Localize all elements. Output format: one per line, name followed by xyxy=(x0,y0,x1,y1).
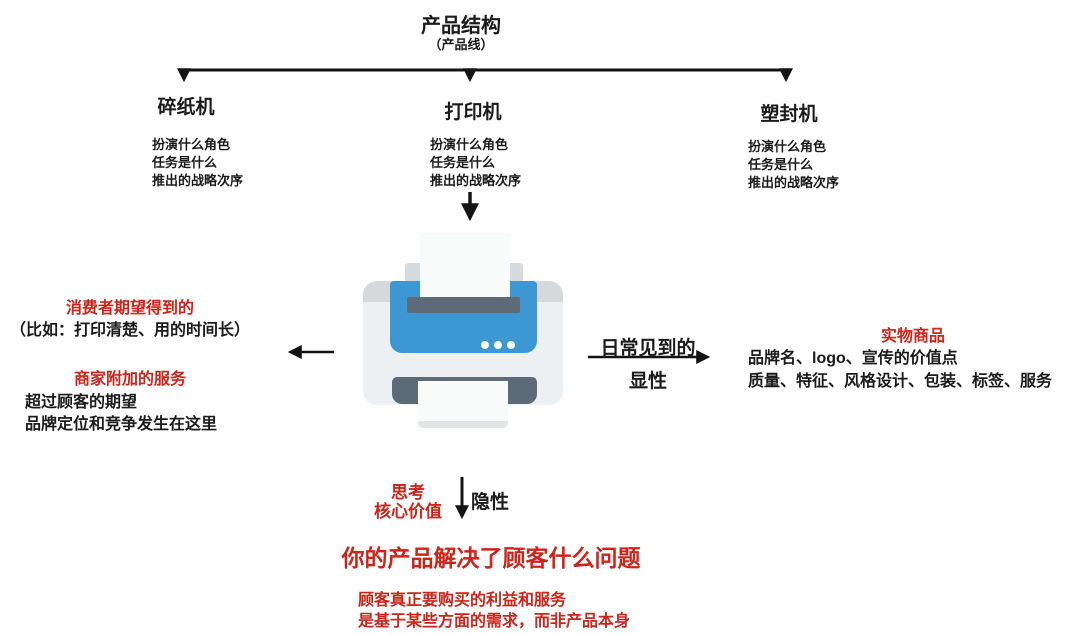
printer-indicator-dot xyxy=(481,341,489,349)
branch-note-line: 扮演什么角色 xyxy=(748,139,827,154)
left-line-exceed-expectation: 超过顾客的期望 xyxy=(25,394,138,411)
printer-feed-slot xyxy=(407,297,520,313)
branch-note-line: 任务是什么 xyxy=(152,155,218,170)
branch-title-printer: 打印机 xyxy=(444,102,502,123)
page-title: 产品结构 xyxy=(421,15,501,37)
right-line-brand-logo: 品牌名、logo、宣传的价值点 xyxy=(748,350,958,367)
printer-indicator-dot xyxy=(507,341,515,349)
right-heading-physical-product: 实物商品 xyxy=(880,328,945,345)
visible-arrow-bottom-label: 显性 xyxy=(628,371,667,392)
branch-note-line: 推出的战略次序 xyxy=(748,175,840,190)
hidden-arrow-label: 隐性 xyxy=(471,492,510,513)
branch-note-line: 扮演什么角色 xyxy=(152,137,231,152)
printer-icon xyxy=(363,225,563,430)
think-label-line2: 核心价值 xyxy=(374,502,442,521)
branch-notes-printer: 扮演什么角色 任务是什么 推出的战略次序 xyxy=(430,136,521,190)
bottom-note-line1: 顾客真正要购买的利益和服务 xyxy=(358,592,567,609)
branch-note-line: 推出的战略次序 xyxy=(152,173,244,188)
bottom-headline: 你的产品解决了顾客什么问题 xyxy=(341,545,641,571)
printer-paper-out-edge xyxy=(418,421,508,428)
printer-paper-in xyxy=(420,233,510,299)
visible-arrow-top-label: 日常见到的 xyxy=(600,338,696,359)
right-line-quality-features: 质量、特征、风格设计、包装、标签、服务 xyxy=(748,373,1053,390)
left-heading-added-service: 商家附加的服务 xyxy=(73,371,186,388)
left-line-brand-competition: 品牌定位和竞争发生在这里 xyxy=(25,416,218,433)
bottom-note-line2: 是基于某些方面的需求，而非产品本身 xyxy=(358,613,631,630)
printer-paper-out xyxy=(418,381,508,422)
think-label-line1: 思考 xyxy=(391,483,425,502)
branch-note-line: 推出的战略次序 xyxy=(430,173,522,188)
branch-note-line: 扮演什么角色 xyxy=(430,137,509,152)
left-heading-consumer-expectation: 消费者期望得到的 xyxy=(65,300,194,317)
page-subtitle: （产品线） xyxy=(428,37,494,52)
printer-indicator-dot xyxy=(494,341,502,349)
branch-note-line: 任务是什么 xyxy=(430,155,496,170)
branch-title-shredder: 碎纸机 xyxy=(157,97,215,118)
left-example-line: （比如：打印清楚、用的时间长） xyxy=(9,322,250,339)
branch-note-line: 任务是什么 xyxy=(748,157,814,172)
branch-notes-laminator: 扮演什么角色 任务是什么 推出的战略次序 xyxy=(748,138,839,192)
branch-title-laminator: 塑封机 xyxy=(760,104,818,125)
branch-notes-shredder: 扮演什么角色 任务是什么 推出的战略次序 xyxy=(152,136,243,190)
